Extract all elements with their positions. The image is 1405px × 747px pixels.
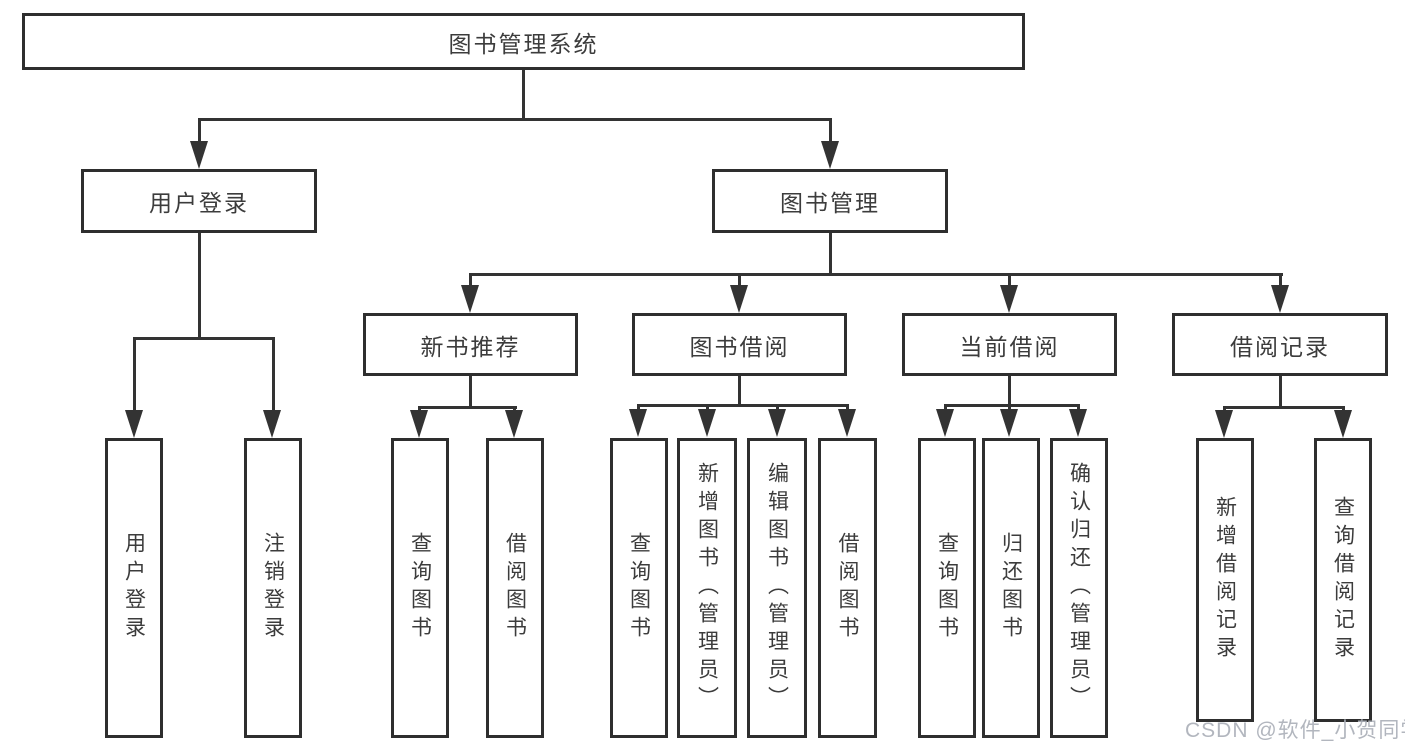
connector-sec-hline — [637, 404, 849, 407]
leaf-borrow-books: 借阅图书 — [486, 438, 544, 738]
connector-l3-stem — [738, 273, 741, 289]
connector-leaf-stem — [133, 337, 136, 415]
leaf-add-book-admin: 新增图书（管理员） — [677, 438, 737, 738]
arrow-down-icon — [936, 409, 954, 437]
leaf-confirm-return-admin: 确认归还（管理员） — [1050, 438, 1108, 738]
leaf-query-books: 查询图书 — [610, 438, 668, 738]
connector-leaf-stem — [272, 337, 275, 415]
leaf-borrow-books: 借阅图书 — [818, 438, 877, 738]
leaf-add-borrow-record: 新增借阅记录 — [1196, 438, 1254, 722]
connector-sec-vline — [738, 376, 741, 407]
arrow-down-icon — [821, 141, 839, 169]
arrow-down-icon — [1000, 285, 1018, 313]
connector-l3-stem — [469, 273, 472, 289]
connector-leaf-stem — [1008, 404, 1011, 412]
arrow-down-icon — [1215, 410, 1233, 438]
connector-l3-stem — [1008, 273, 1011, 289]
arrow-down-icon — [125, 410, 143, 438]
connector-login-stem — [198, 118, 201, 148]
arrow-down-icon — [768, 409, 786, 437]
connector-mgmt-hline — [469, 273, 1283, 276]
leaf-query-books: 查询图书 — [918, 438, 976, 738]
connector-mgmt-vline — [829, 233, 832, 276]
node-book-borrow: 图书借阅 — [632, 313, 847, 376]
arrow-down-icon — [698, 409, 716, 437]
connector-leaf-stem — [944, 404, 947, 412]
connector-sec-vline — [469, 376, 472, 409]
csdn-watermark: CSDN @软件_小贺同学 — [1185, 719, 1405, 742]
connector-sec-hline — [944, 404, 1080, 407]
arrow-down-icon — [410, 410, 428, 438]
leaf-return-books: 归还图书 — [982, 438, 1040, 738]
node-borrow-records: 借阅记录 — [1172, 313, 1388, 376]
connector-leaf-stem — [706, 404, 709, 412]
arrow-down-icon — [1334, 410, 1352, 438]
arrow-down-icon — [1069, 409, 1087, 437]
connector-l3-stem — [1279, 273, 1282, 289]
arrow-down-icon — [505, 410, 523, 438]
connector-login-hline — [133, 337, 275, 340]
connector-sec-hline — [1223, 406, 1345, 409]
node-book-management: 图书管理 — [712, 169, 948, 233]
arrow-down-icon — [730, 285, 748, 313]
connector-leaf-stem — [637, 404, 640, 412]
node-current-borrow: 当前借阅 — [902, 313, 1117, 376]
arrow-down-icon — [1000, 409, 1018, 437]
arrow-down-icon — [263, 410, 281, 438]
leaf-edit-book-admin: 编辑图书（管理员） — [747, 438, 807, 738]
connector-sec-hline — [418, 406, 517, 409]
node-new-book-recommend: 新书推荐 — [363, 313, 578, 376]
connector-root-vline — [522, 70, 525, 120]
connector-login-vline — [198, 233, 201, 340]
connector-sec-vline — [1008, 376, 1011, 407]
arrow-down-icon — [461, 285, 479, 313]
connector-mgmt-stem — [829, 118, 832, 148]
connector-root-hline — [198, 118, 832, 121]
leaf-logout: 注销登录 — [244, 438, 302, 738]
leaf-query-books: 查询图书 — [391, 438, 449, 738]
leaf-user-login: 用户登录 — [105, 438, 163, 738]
connector-sec-vline — [1279, 376, 1282, 409]
arrow-down-icon — [629, 409, 647, 437]
connector-leaf-stem — [846, 404, 849, 412]
arrow-down-icon — [1271, 285, 1289, 313]
node-user-login: 用户登录 — [81, 169, 317, 233]
arrow-down-icon — [190, 141, 208, 169]
leaf-query-borrow-record: 查询借阅记录 — [1314, 438, 1372, 722]
node-library-system: 图书管理系统 — [22, 13, 1025, 70]
arrow-down-icon — [838, 409, 856, 437]
connector-leaf-stem — [1077, 404, 1080, 412]
connector-leaf-stem — [776, 404, 779, 412]
